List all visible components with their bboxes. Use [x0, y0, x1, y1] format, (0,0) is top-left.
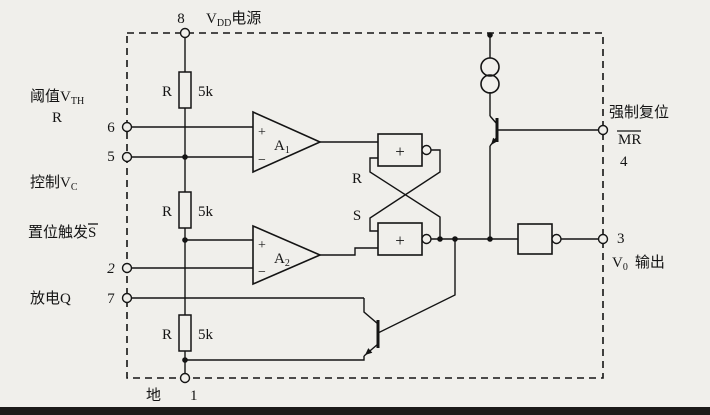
pin-4-number: 4: [620, 154, 628, 170]
pin-5-number: 5: [107, 149, 115, 165]
plus-input-label: +: [258, 125, 266, 140]
pin-4-label: 强制复位: [609, 103, 669, 121]
junction-dots: [182, 32, 493, 363]
circuit-wires: [131, 35, 599, 374]
comparator-a2: + − A2: [252, 224, 323, 286]
emitter-arrow-icon: [365, 348, 373, 355]
inversion-bubble-icon: [551, 233, 562, 245]
junction-dot: [437, 236, 443, 242]
or-symbol: +: [395, 142, 405, 161]
comparator-triangle: [252, 110, 322, 174]
resistor-body: [178, 191, 192, 229]
comparator-name: A2: [274, 251, 290, 269]
pin-3-terminal: [597, 233, 609, 245]
resistor-body: [178, 71, 192, 109]
comparator-name: A1: [274, 138, 290, 156]
inverter-body: [517, 223, 553, 255]
scan-artifact: [0, 407, 710, 415]
pin-1-number: 1: [190, 388, 198, 404]
pin-1-label: 地: [146, 387, 161, 404]
junction-dot: [452, 236, 458, 242]
pin-1-terminal: [179, 372, 191, 384]
pin-7-number: 7: [107, 291, 115, 307]
wire-a2-out: [320, 247, 378, 256]
resistor-name: R: [162, 204, 172, 220]
nor-gate-s: [377, 222, 423, 256]
minus-input-label: −: [258, 153, 266, 168]
pin-4-label-mr: MR: [618, 132, 641, 148]
wire-discharge-gnd: [185, 356, 365, 361]
inversion-bubble-icon: [421, 144, 432, 156]
comparator-triangle: [252, 224, 323, 286]
rs-flipflop: + + R S: [352, 133, 432, 256]
current-source-circle: [480, 74, 500, 94]
discharge-transistor: [365, 320, 380, 355]
resistor-1: R 5k: [162, 71, 214, 109]
r-input-label: R: [352, 171, 362, 187]
resistor-value: 5k: [198, 204, 214, 220]
resistor-name: R: [162, 327, 172, 343]
resistor-3: R 5k: [162, 314, 214, 352]
current-source-circle: [480, 57, 500, 77]
current-source-icon: [480, 57, 500, 94]
output-inverter: [517, 223, 562, 255]
resistor-value: 5k: [198, 84, 214, 100]
pin-7-label: 放电Q: [30, 290, 71, 307]
resistor-2: R 5k: [162, 191, 214, 229]
junction-dot: [182, 154, 188, 160]
pin-2-number: 2: [107, 261, 115, 277]
wire-discharge-collector: [363, 298, 379, 325]
resistor-value: 5k: [198, 327, 214, 343]
pin-6-number: 6: [107, 120, 115, 136]
pin-8-label: VDD电源: [206, 10, 261, 29]
comparator-a1: + − A1: [252, 110, 322, 174]
pin-8-terminal: [179, 27, 191, 39]
junction-dot: [487, 32, 493, 38]
pin-terminals: [121, 27, 609, 384]
pin-5-terminal: [121, 151, 133, 163]
s-input-label: S: [353, 208, 361, 224]
wire-feedback-s-to-r: [369, 157, 441, 239]
pin-2-terminal: [121, 262, 133, 274]
reset-transistor: [491, 118, 499, 145]
pin-7-terminal: [121, 292, 133, 304]
inversion-bubble-icon: [421, 233, 432, 245]
minus-input-label: −: [258, 265, 266, 280]
ic-package-border: [126, 32, 604, 379]
emitter-arrow-icon: [491, 137, 498, 145]
pin-6-label-r: R: [52, 110, 62, 126]
pin-8-number: 8: [177, 11, 185, 27]
pin-3-number: 3: [617, 231, 625, 247]
or-symbol: +: [395, 231, 405, 250]
resistor-name: R: [162, 84, 172, 100]
pin-6-label: 阈值VTH: [30, 88, 84, 107]
plus-input-label: +: [258, 238, 266, 253]
pin-5-label: 控制VC: [30, 174, 78, 193]
junction-dot: [487, 236, 493, 242]
pin-6-terminal: [121, 121, 133, 133]
resistor-body: [178, 314, 192, 352]
wire-ff-to-discharge-base: [377, 239, 456, 334]
junction-dot: [182, 237, 188, 243]
pin-2-label: 置位触发S: [28, 224, 96, 241]
junction-dot: [182, 357, 188, 363]
pin-4-terminal: [597, 124, 609, 136]
